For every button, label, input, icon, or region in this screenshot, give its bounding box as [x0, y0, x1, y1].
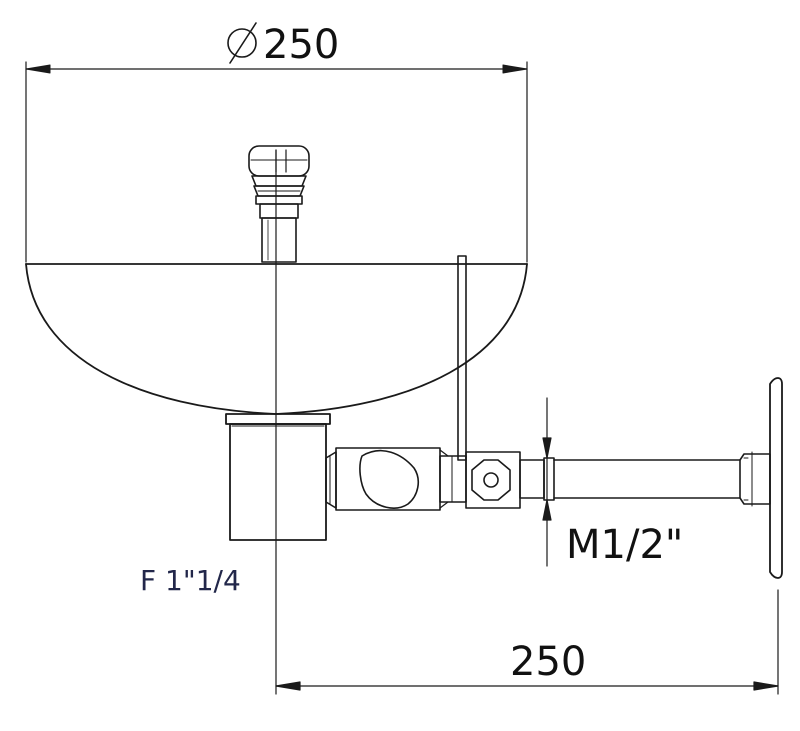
- horizontal-offset-label: 250: [510, 639, 586, 685]
- spray-nozzle: [248, 145, 310, 263]
- thread-dimension: M1/2": [542, 397, 683, 568]
- inlet-thread-label: M1/2": [566, 522, 683, 568]
- top-diameter-label: 250: [263, 22, 339, 68]
- wall-flange: [769, 377, 783, 579]
- top-diameter-dimension: 250: [25, 22, 528, 263]
- arrowhead-right: [502, 64, 528, 74]
- valve-handle-rod: [457, 255, 467, 461]
- diameter-symbol: [227, 22, 257, 64]
- supply-pipe: [553, 451, 771, 507]
- arrowhead-left: [25, 64, 51, 74]
- inlet-valve: [325, 447, 555, 511]
- drain-thread-label: F 1"1/4: [140, 564, 241, 597]
- drain-assembly: [225, 413, 331, 541]
- horizontal-offset-dimension: 250: [275, 589, 779, 695]
